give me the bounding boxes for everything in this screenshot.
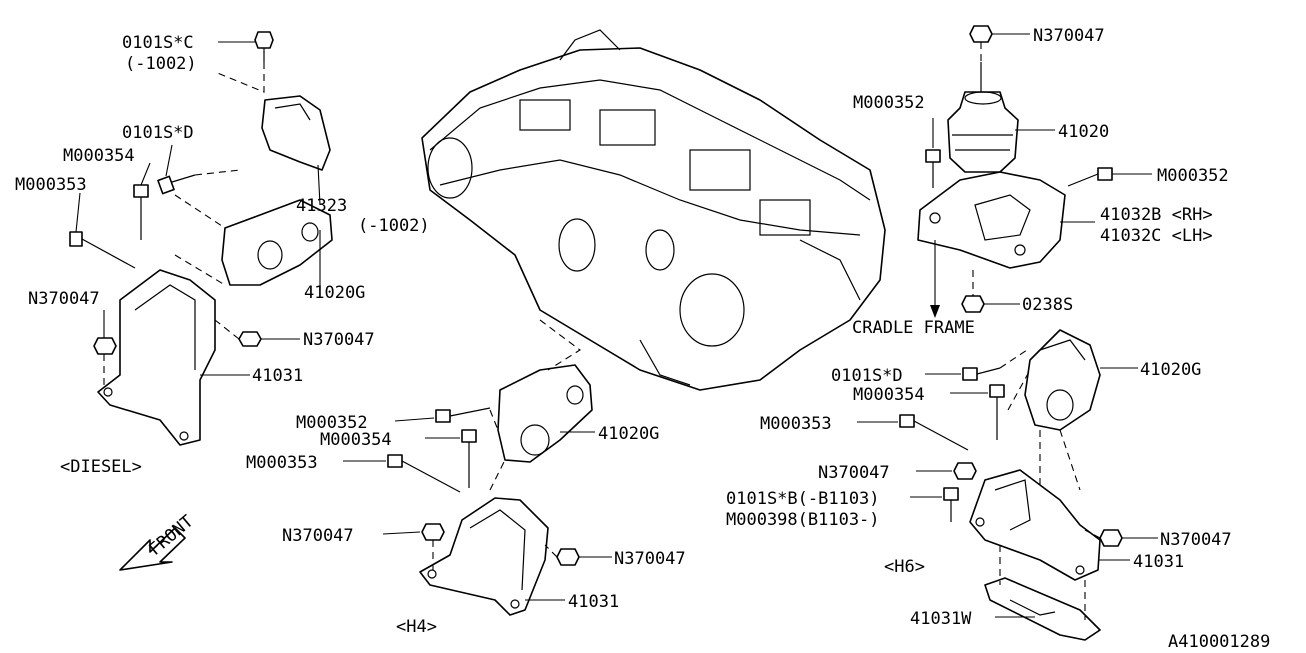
label-h6-m000353: M000353 bbox=[760, 414, 832, 434]
bolt-icon bbox=[461, 429, 477, 488]
nut-icon bbox=[556, 548, 580, 566]
label-h4-title: <H4> bbox=[396, 617, 437, 637]
label-diesel-n370047-left: N370047 bbox=[28, 289, 100, 309]
label-h6-n370047-left: N370047 bbox=[818, 463, 890, 483]
nut-icon bbox=[969, 25, 993, 43]
plate-41031w bbox=[984, 577, 1101, 641]
label-diesel-n370047-right: N370047 bbox=[303, 330, 375, 350]
bracket-41031-h6 bbox=[969, 469, 1101, 581]
mount-41020g-h6 bbox=[1024, 329, 1101, 431]
bracket-41031-h4 bbox=[419, 497, 549, 616]
label-top-41032c: 41032C <LH> bbox=[1100, 226, 1213, 246]
label-diesel-0101sc-range: (-1002) bbox=[125, 54, 197, 74]
label-h6-m000398: M000398(B1103-) bbox=[726, 510, 880, 530]
label-h6-0101sd: 0101S*D bbox=[831, 366, 903, 386]
bolt-icon bbox=[899, 414, 969, 451]
label-h6-41031: 41031 bbox=[1133, 552, 1184, 572]
label-h6-41020g: 41020G bbox=[1140, 360, 1201, 380]
label-front: FRONT bbox=[145, 512, 197, 560]
label-cradle-frame: CRADLE FRAME bbox=[852, 318, 975, 338]
label-h6-0101sb: 0101S*B(-B1103) bbox=[726, 489, 880, 509]
label-top-0238s: 0238S bbox=[1022, 295, 1073, 315]
label-h6-title: <H6> bbox=[884, 557, 925, 577]
label-h4-41020g: 41020G bbox=[598, 424, 659, 444]
label-h4-41031: 41031 bbox=[568, 592, 619, 612]
mount-41020g bbox=[221, 199, 333, 286]
label-top-41032b: 41032B <RH> bbox=[1100, 205, 1213, 225]
bolt-icon bbox=[69, 231, 136, 269]
bolt-icon bbox=[387, 454, 461, 493]
bolt-icon bbox=[925, 149, 941, 188]
label-diesel-41323: 41323 bbox=[296, 196, 347, 216]
label-top-n370047: N370047 bbox=[1033, 26, 1105, 46]
h6-group bbox=[857, 329, 1158, 641]
label-diesel-41031: 41031 bbox=[252, 366, 303, 386]
diagram-id: A410001289 bbox=[1168, 632, 1270, 652]
bolt-icon bbox=[1067, 167, 1113, 187]
bolt-icon bbox=[962, 367, 1001, 381]
label-h6-n370047-right: N370047 bbox=[1160, 530, 1232, 550]
label-diesel-41323-range: (-1002) bbox=[358, 216, 430, 236]
h4-group bbox=[343, 319, 612, 616]
label-diesel-m000354: M000354 bbox=[63, 146, 135, 166]
diesel-group bbox=[69, 31, 333, 446]
label-top-m000352-right: M000352 bbox=[1157, 166, 1229, 186]
mount-41020g-h4 bbox=[497, 364, 593, 463]
bracket-41032 bbox=[917, 171, 1066, 269]
label-h4-m000354: M000354 bbox=[320, 430, 392, 450]
label-diesel-0101sc: 0101S*C bbox=[122, 33, 194, 53]
nut-icon bbox=[1099, 529, 1123, 547]
nut-icon bbox=[421, 523, 445, 541]
label-h4-n370047-left: N370047 bbox=[282, 526, 354, 546]
bolt-icon bbox=[157, 174, 196, 195]
bolt-icon bbox=[943, 487, 959, 522]
label-h6-41031w: 41031W bbox=[910, 609, 972, 629]
nut-icon bbox=[961, 295, 985, 313]
label-h6-m000354: M000354 bbox=[853, 385, 925, 405]
bolt-icon bbox=[989, 384, 1005, 440]
bolt-icon bbox=[133, 184, 149, 240]
bolt-icon bbox=[254, 31, 274, 62]
engine-block bbox=[421, 29, 886, 391]
label-diesel-m000353: M000353 bbox=[15, 175, 87, 195]
label-h4-m000352: M000352 bbox=[296, 413, 368, 433]
nut-icon bbox=[238, 331, 262, 347]
label-diesel-0101sd: 0101S*D bbox=[122, 123, 194, 143]
label-h4-m000353: M000353 bbox=[246, 453, 318, 473]
bracket-41323 bbox=[261, 95, 331, 171]
label-diesel-title: <DIESEL> bbox=[60, 457, 142, 477]
bracket-41031 bbox=[97, 269, 216, 446]
label-h4-n370047-right: N370047 bbox=[614, 549, 686, 569]
label-top-m000352-left: M000352 bbox=[853, 93, 925, 113]
top-right-group bbox=[917, 25, 1152, 318]
front-arrow-icon bbox=[119, 527, 186, 571]
nut-icon bbox=[93, 337, 117, 355]
nut-icon bbox=[953, 462, 977, 480]
label-top-41020: 41020 bbox=[1058, 122, 1109, 142]
bolt-icon bbox=[435, 407, 491, 423]
label-diesel-41020g: 41020G bbox=[304, 283, 365, 303]
